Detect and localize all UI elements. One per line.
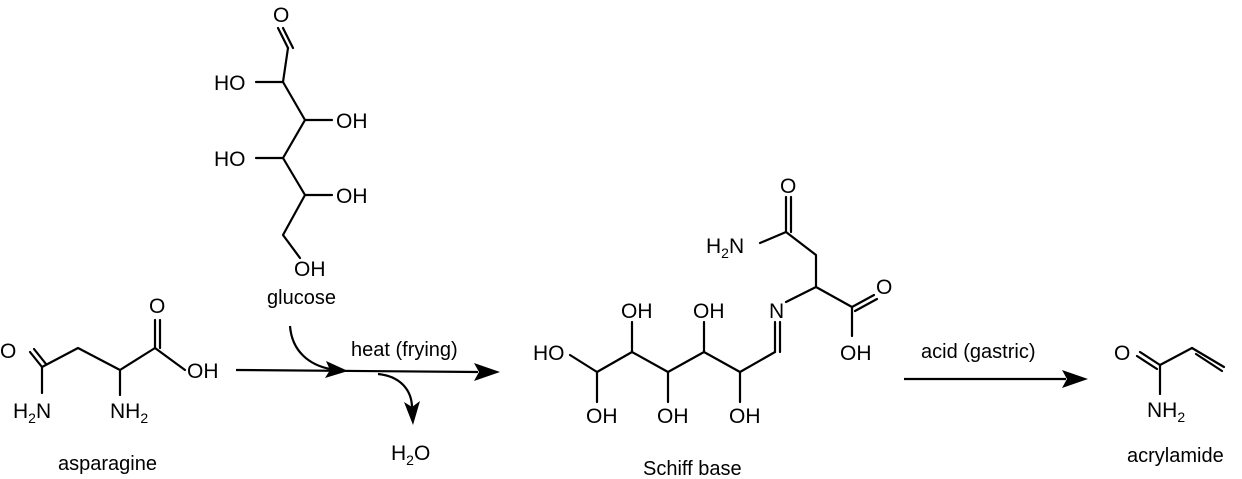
schiff-c1-ho: HO [533,342,565,365]
acid-reaction-arrow: acid (gastric) [904,341,1088,388]
acid-condition-label: acid (gastric) [921,341,1035,363]
water-byproduct: H2O [391,442,430,468]
acrylamide-nh2: NH2 [1147,399,1185,425]
schiff-carboxyl-oh: OH [840,342,872,365]
asparagine-carboxyl-o: O [149,295,165,318]
glucose-c3-oh: OH [336,110,368,133]
glucose-c2-ho: HO [214,72,246,95]
asparagine-structure: O H2N NH2 O OH asparagine [0,295,219,475]
schiff-carboxyl-o: O [876,276,892,299]
asparagine-amine-nh2: NH2 [110,400,148,426]
schiff-base-label: Schiff base [643,458,742,479]
acrylamide-label: acrylamide [1127,445,1224,467]
asparagine-label: asparagine [58,453,157,475]
schiff-c4-oh: OH [693,300,725,323]
acrylamide-o: O [1114,342,1130,365]
heat-reaction-arrow: heat (frying) H2O [235,325,500,468]
asparagine-amide-nh2: H2N [13,400,51,426]
glucose-c4-ho: HO [214,148,246,171]
schiff-base-structure: HO OH OH OH OH OH N O H2N O OH Schiff ba… [533,175,892,479]
acrylamide-structure: O NH2 acrylamide [1114,342,1226,467]
asparagine-amide-o: O [0,340,16,363]
schiff-imine-n: N [769,300,784,323]
schiff-c1-oh: OH [586,405,618,428]
schiff-c2-oh: OH [621,300,653,323]
heat-condition-label: heat (frying) [351,339,458,361]
glucose-label: glucose [267,287,336,309]
glucose-c6-oh: OH [294,258,326,281]
schiff-amide-o: O [780,175,796,198]
schiff-amide-nh2: H2N [706,235,744,261]
glucose-c5-oh: OH [336,185,368,208]
schiff-c5-oh: OH [729,405,761,428]
glucose-carbonyl-o: O [273,4,289,27]
glucose-structure: O HO OH HO OH OH glucose [214,4,368,309]
schiff-c3-oh: OH [657,405,689,428]
asparagine-carboxyl-oh: OH [187,360,219,383]
